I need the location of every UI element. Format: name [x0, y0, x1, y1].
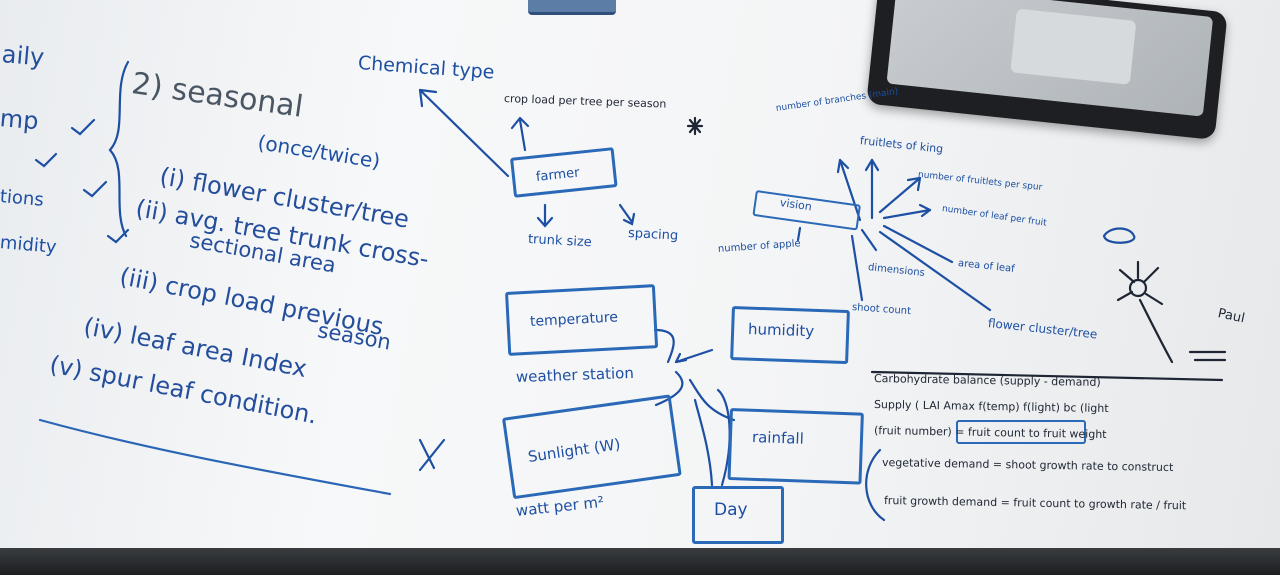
cut-word-stations: tions	[0, 186, 45, 211]
day-label: Day	[714, 500, 748, 520]
day-box	[692, 486, 784, 544]
rainfall-label: rainfall	[751, 428, 805, 448]
fruit-number-box	[956, 420, 1086, 444]
humidity-label: humidity	[747, 320, 815, 341]
cut-word-daily: aily	[0, 40, 46, 72]
cut-word-temp: mp	[0, 104, 40, 136]
blue-box-object	[528, 0, 616, 15]
spacing-label: spacing	[627, 226, 679, 244]
board-bottom-frame	[0, 548, 1280, 575]
